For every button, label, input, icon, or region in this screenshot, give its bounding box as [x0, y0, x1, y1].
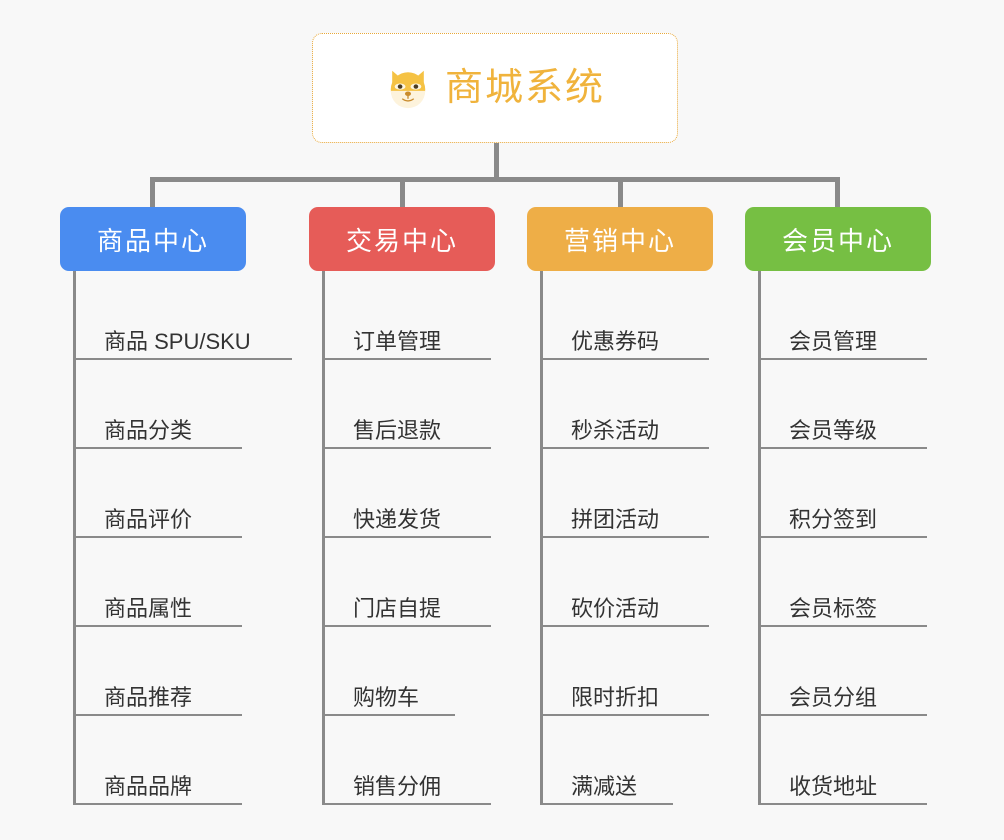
leaf-label: 商品评价	[104, 506, 193, 532]
leaf-item[interactable]: 会员分组	[761, 627, 927, 716]
leaf-label: 订单管理	[353, 328, 442, 354]
category-header-2[interactable]: 交易中心	[309, 207, 495, 271]
branch-column-4: 会员中心 会员管理 会员等级 积分签到 会员标签 会员分组 收货地址	[745, 207, 975, 805]
leaf-label: 会员等级	[789, 417, 878, 443]
category-title-1: 商品中心	[96, 225, 209, 256]
connector-drop-4	[835, 177, 840, 208]
leaf-item[interactable]: 商品属性	[76, 538, 242, 627]
leaf-label: 砍价活动	[571, 595, 660, 621]
leaf-label: 积分签到	[789, 506, 878, 532]
leaf-item[interactable]: 满减送	[543, 716, 673, 805]
leaf-label: 购物车	[353, 684, 420, 710]
branch-column-2: 交易中心 订单管理 售后退款 快递发货 门店自提 购物车 销售分佣	[309, 207, 539, 805]
connector-root-stem	[494, 143, 499, 180]
category-header-3[interactable]: 营销中心	[527, 207, 713, 271]
leaf-item[interactable]: 拼团活动	[543, 449, 709, 538]
leaf-item[interactable]: 优惠券码	[543, 271, 709, 360]
connector-horizontal-bus	[150, 177, 840, 182]
leaf-label: 收货地址	[789, 773, 878, 799]
leaf-item[interactable]: 商品推荐	[76, 627, 242, 716]
leaf-label: 会员标签	[789, 595, 878, 621]
leaf-item[interactable]: 购物车	[325, 627, 455, 716]
branch-column-1: 商品中心 商品 SPU/SKU 商品分类 商品评价 商品属性 商品推荐 商品品牌	[60, 207, 292, 805]
leaf-label: 售后退款	[353, 417, 442, 443]
leaf-item[interactable]: 会员管理	[761, 271, 927, 360]
leaf-item[interactable]: 订单管理	[325, 271, 491, 360]
leaf-label: 商品分类	[104, 417, 193, 443]
leaf-item[interactable]: 商品评价	[76, 449, 242, 538]
leaf-list-4: 会员管理 会员等级 积分签到 会员标签 会员分组 收货地址	[758, 271, 975, 805]
category-header-1[interactable]: 商品中心	[60, 207, 246, 271]
leaf-label: 拼团活动	[571, 506, 660, 532]
leaf-label: 会员分组	[789, 684, 878, 710]
leaf-item[interactable]: 收货地址	[761, 716, 927, 805]
leaf-label: 门店自提	[353, 595, 442, 621]
category-title-3: 营销中心	[563, 225, 676, 256]
leaf-item[interactable]: 快递发货	[325, 449, 491, 538]
leaf-item[interactable]: 商品分类	[76, 360, 242, 449]
category-title-2: 交易中心	[345, 225, 458, 256]
leaf-item[interactable]: 商品品牌	[76, 716, 242, 805]
leaf-item[interactable]: 会员标签	[761, 538, 927, 627]
leaf-label: 商品属性	[104, 595, 193, 621]
leaf-label: 限时折扣	[571, 684, 660, 710]
leaf-item[interactable]: 销售分佣	[325, 716, 491, 805]
leaf-label: 满减送	[571, 773, 638, 799]
leaf-label: 秒杀活动	[571, 417, 660, 443]
leaf-label: 商品推荐	[104, 684, 193, 710]
leaf-list-3: 优惠券码 秒杀活动 拼团活动 砍价活动 限时折扣 满减送	[540, 271, 757, 805]
leaf-item[interactable]: 砍价活动	[543, 538, 709, 627]
root-title: 商城系统	[444, 67, 605, 109]
leaf-label: 商品品牌	[104, 773, 193, 799]
shiba-dog-icon	[385, 65, 431, 111]
category-header-4[interactable]: 会员中心	[745, 207, 931, 271]
connector-drop-1	[150, 177, 155, 208]
category-title-4: 会员中心	[781, 225, 894, 256]
branch-column-3: 营销中心 优惠券码 秒杀活动 拼团活动 砍价活动 限时折扣 满减送	[527, 207, 757, 805]
leaf-list-2: 订单管理 售后退款 快递发货 门店自提 购物车 销售分佣	[322, 271, 539, 805]
leaf-item[interactable]: 限时折扣	[543, 627, 709, 716]
leaf-label: 快递发货	[353, 506, 442, 532]
leaf-item[interactable]: 商品 SPU/SKU	[76, 271, 292, 360]
leaf-label: 会员管理	[789, 328, 878, 354]
leaf-item[interactable]: 门店自提	[325, 538, 491, 627]
leaf-item[interactable]: 秒杀活动	[543, 360, 709, 449]
leaf-label: 销售分佣	[353, 773, 442, 799]
connector-drop-3	[618, 177, 623, 208]
connector-drop-2	[400, 177, 405, 208]
leaf-label: 优惠券码	[571, 328, 660, 354]
leaf-list-1: 商品 SPU/SKU 商品分类 商品评价 商品属性 商品推荐 商品品牌	[73, 271, 292, 805]
leaf-item[interactable]: 积分签到	[761, 449, 927, 538]
leaf-label: 商品 SPU/SKU	[104, 328, 251, 354]
leaf-item[interactable]: 售后退款	[325, 360, 491, 449]
root-node[interactable]: 商城系统	[312, 33, 678, 143]
leaf-item[interactable]: 会员等级	[761, 360, 927, 449]
